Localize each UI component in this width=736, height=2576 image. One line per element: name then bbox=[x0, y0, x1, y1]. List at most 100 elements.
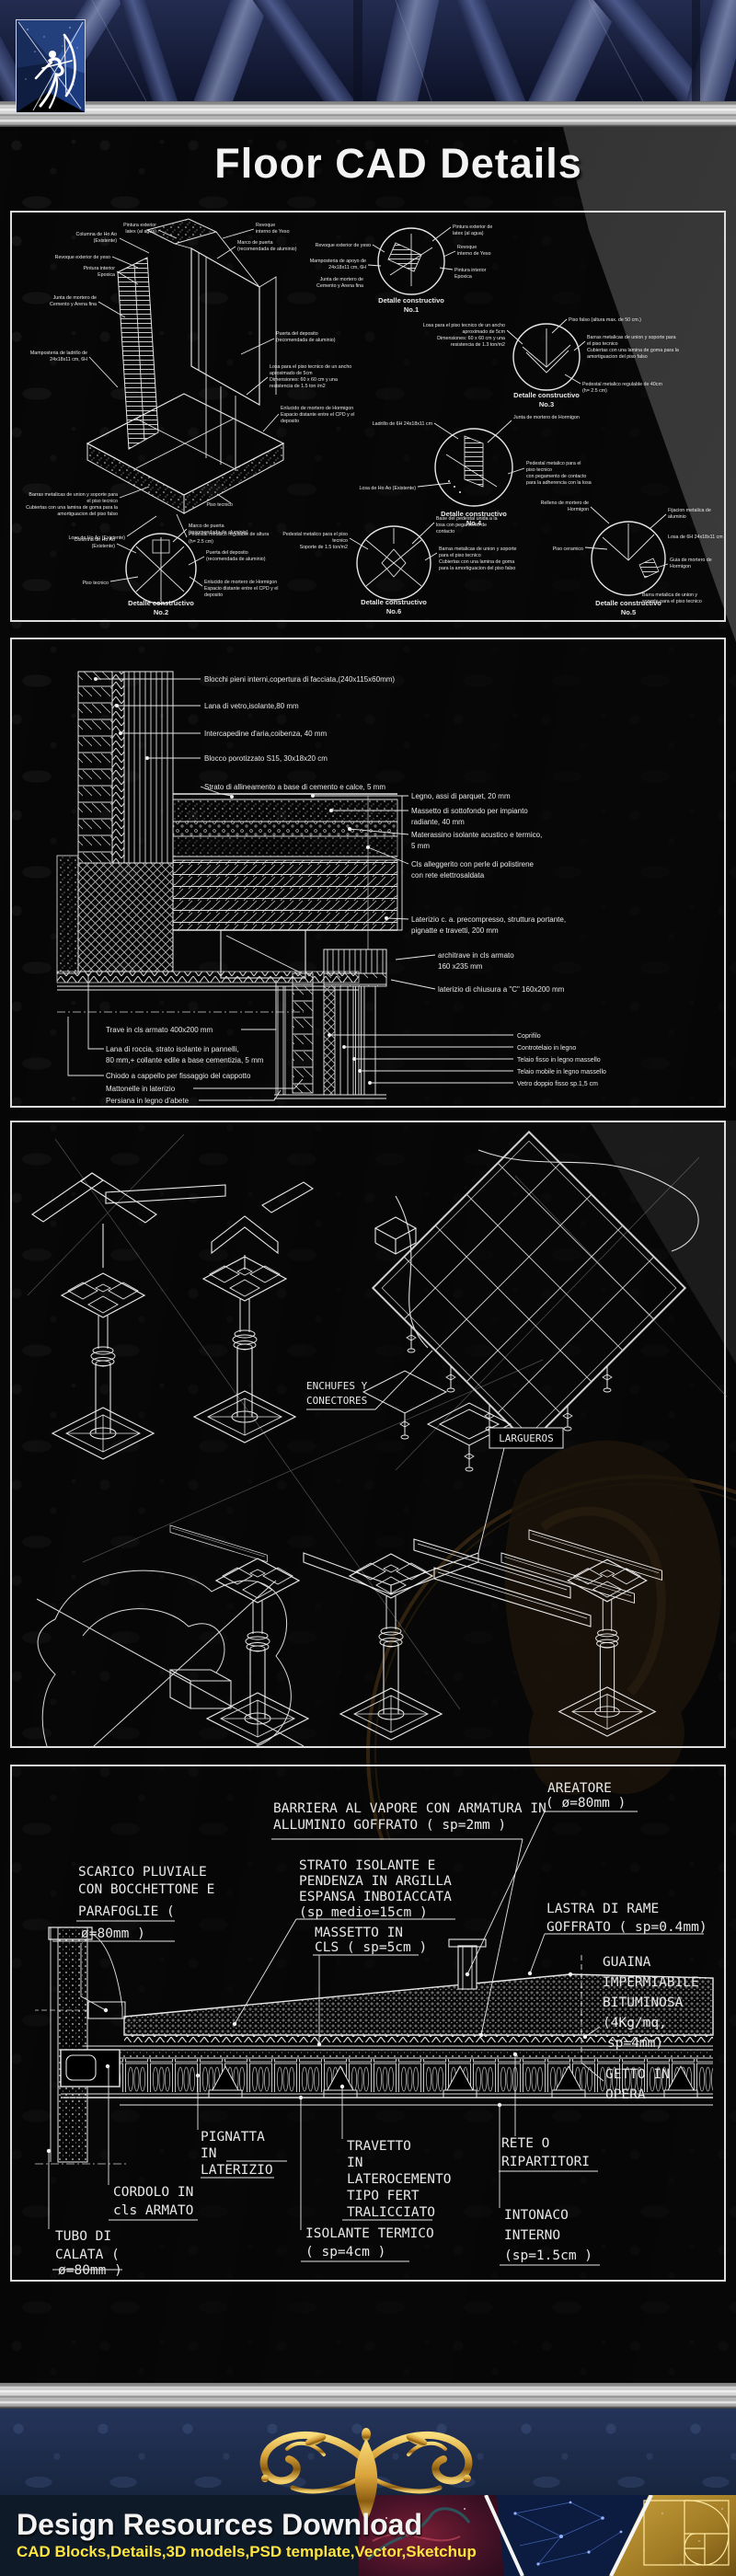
svg-text:cls ARMATO: cls ARMATO bbox=[113, 2203, 193, 2218]
collage-seam bbox=[609, 2495, 653, 2576]
footer-collage bbox=[359, 2495, 736, 2576]
svg-text:RIPARTITORI: RIPARTITORI bbox=[501, 2155, 590, 2169]
svg-text:aluminio: aluminio bbox=[668, 514, 686, 520]
detail-circle-1: Detalle constructivo No.1 Revoque exteri… bbox=[310, 224, 493, 314]
svg-text:Enlucido de mortero de Hormigo: Enlucido de mortero de Hormigon bbox=[204, 580, 277, 585]
detail-circle-2: Detalle constructivo No.2 Marco de puert… bbox=[75, 523, 279, 616]
svg-text:Epoxica: Epoxica bbox=[98, 272, 115, 278]
svg-text:Blocchi pieni interni,copertur: Blocchi pieni interni,copertura di facci… bbox=[204, 675, 395, 684]
svg-text:Fijacion metalica de: Fijacion metalica de bbox=[668, 508, 711, 513]
svg-text:ENCHUFES Y: ENCHUFES Y bbox=[306, 1380, 368, 1392]
svg-text:Espacio distante entre el CPD: Espacio distante entre el CPD y el bbox=[204, 586, 278, 592]
svg-text:Barras metalicas de union y so: Barras metalicas de union y soporte para bbox=[29, 492, 118, 498]
svg-text:Strato di allineamento a base: Strato di allineamento a base di cemento… bbox=[204, 783, 385, 791]
svg-text:Piso tecnico: Piso tecnico bbox=[82, 581, 109, 586]
detail-circle-5: Detalle constructivo No.5 Relleno de mor… bbox=[541, 500, 724, 616]
svg-text:Espacio distante entre el CPD: Espacio distante entre el CPD y el bbox=[281, 412, 354, 418]
svg-text:el piso tecnico: el piso tecnico bbox=[587, 341, 618, 347]
svg-text:Cubiertas con una lamina de go: Cubiertas con una lamina de goma para la bbox=[26, 505, 118, 511]
panel-4-roof-section: AREATORE ( ø=80mm ) BARRIERA AL VAPORE C… bbox=[10, 1765, 726, 2282]
section-labels-mid: architrave in cls armato 160 x235 mm lat… bbox=[438, 951, 565, 994]
svg-text:Telaio fisso in legno massello: Telaio fisso in legno massello bbox=[517, 1057, 601, 1064]
svg-text:Piso falso (altura max. de 50: Piso falso (altura max. de 50 cm.) bbox=[569, 317, 641, 323]
svg-text:para el piso tecnico: para el piso tecnico bbox=[439, 553, 481, 558]
v-beams bbox=[31, 1172, 226, 1268]
svg-text:con pegamento de contacto: con pegamento de contacto bbox=[526, 474, 586, 479]
archer-figure bbox=[34, 33, 76, 109]
svg-text:Pintura exterior: Pintura exterior bbox=[123, 223, 156, 228]
svg-text:deposito: deposito bbox=[281, 419, 299, 424]
svg-text:Cemento y Arena fina: Cemento y Arena fina bbox=[50, 302, 97, 307]
svg-text:ø=80mm ): ø=80mm ) bbox=[81, 1926, 145, 1941]
svg-text:(sp medio=15cm ): (sp medio=15cm ) bbox=[299, 1905, 428, 1920]
section-labels-right: Legno, assi di parquet, 20 mm Massetto d… bbox=[411, 792, 566, 935]
svg-text:resistencia de 1.5 ton /m2: resistencia de 1.5 ton /m2 bbox=[270, 384, 326, 389]
panel3-labels: ENCHUFES Y CONECTORES bbox=[306, 1380, 368, 1407]
svg-text:Pedestal metalico regulable de: Pedestal metalico regulable de 40cm bbox=[582, 382, 662, 387]
svg-text:Laterizio c. a. precompresso,: Laterizio c. a. precompresso, struttura … bbox=[411, 915, 566, 924]
svg-text:tecnico: tecnico bbox=[332, 538, 348, 544]
svg-text:Losa de 6H 24x18x11 cm: Losa de 6H 24x18x11 cm bbox=[668, 535, 723, 540]
svg-text:INTERNO: INTERNO bbox=[504, 2228, 560, 2243]
svg-text:PARAFOGLIE (: PARAFOGLIE ( bbox=[78, 1904, 175, 1919]
svg-text:Losa de Ho Ao (Existente): Losa de Ho Ao (Existente) bbox=[359, 486, 416, 491]
svg-text:para la amortiguacion del piso: para la amortiguacion del piso falso bbox=[439, 566, 515, 571]
svg-text:GUAINA: GUAINA bbox=[603, 1955, 651, 1970]
svg-text:( ø=80mm ): ( ø=80mm ) bbox=[546, 1796, 626, 1811]
svg-text:CLS ( sp=5cm ): CLS ( sp=5cm ) bbox=[315, 1940, 427, 1955]
section-labels-top: Blocchi pieni interni,copertura di facci… bbox=[204, 675, 395, 791]
svg-text:LATERIZIO: LATERIZIO bbox=[201, 2163, 273, 2178]
svg-text:OPERA: OPERA bbox=[605, 2087, 646, 2102]
floor-tile-grid bbox=[371, 1130, 699, 1446]
detail-circle-3: Detalle constructivo No.3 Losa para el p… bbox=[423, 317, 679, 408]
svg-text:MASSETTO IN: MASSETTO IN bbox=[315, 1926, 403, 1940]
svg-text:(recomendada de aluminio): (recomendada de aluminio) bbox=[189, 530, 248, 535]
svg-text:contacto: contacto bbox=[436, 529, 454, 535]
bottom-assembly-right bbox=[500, 1529, 662, 1737]
svg-text:CONECTORES: CONECTORES bbox=[306, 1395, 367, 1407]
svg-text:Cubiertas con una lamina de go: Cubiertas con una lamina de goma bbox=[439, 559, 514, 565]
svg-text:Lana di roccia, strato isolant: Lana di roccia, strato isolante in panne… bbox=[106, 1045, 239, 1053]
svg-text:LASTRA DI RAME: LASTRA DI RAME bbox=[546, 1902, 659, 1916]
svg-text:Lana di vetro,isolante,80 mm: Lana di vetro,isolante,80 mm bbox=[204, 702, 299, 710]
svg-text:pignatte e travetti, 200 mm: pignatte e travetti, 200 mm bbox=[411, 926, 499, 935]
svg-text:No.6: No.6 bbox=[386, 607, 401, 615]
svg-text:Soporte de 1.5 ton/m2: Soporte de 1.5 ton/m2 bbox=[300, 545, 348, 550]
svg-text:Revoque exterior de yeso: Revoque exterior de yeso bbox=[55, 255, 110, 260]
svg-text:Marco de puerta: Marco de puerta bbox=[237, 240, 273, 246]
section-labels-window: Coprifilo Controtelaio in legno Telaio f… bbox=[517, 1033, 606, 1087]
svg-text:(Existente): (Existente) bbox=[94, 238, 118, 244]
svg-text:Junta de mortero de: Junta de mortero de bbox=[320, 277, 363, 282]
steel-structure-photo bbox=[0, 0, 736, 174]
flourish-center bbox=[261, 2428, 471, 2523]
svg-text:architrave in cls armato: architrave in cls armato bbox=[438, 951, 514, 960]
svg-text:(recomendada de aluminio): (recomendada de aluminio) bbox=[276, 338, 336, 343]
svg-text:Puerta del deposito: Puerta del deposito bbox=[206, 550, 248, 556]
silver-band-bottom bbox=[0, 2383, 736, 2409]
svg-text:Materassino isolante acustico: Materassino isolante acustico e termico, bbox=[411, 831, 542, 839]
svg-text:Piso tecnico: Piso tecnico bbox=[206, 502, 233, 508]
svg-text:radiante, 40 mm: radiante, 40 mm bbox=[411, 818, 465, 826]
gold-flourish-ornament bbox=[259, 2428, 473, 2523]
svg-text:aproximado de 5cm: aproximado de 5cm bbox=[462, 329, 505, 335]
svg-text:Guia de mortero de: Guia de mortero de bbox=[670, 558, 712, 563]
svg-text:Barras metalicas de union y so: Barras metalicas de union y soporte bbox=[439, 546, 517, 552]
svg-text:24x18x11 cm, 6H: 24x18x11 cm, 6H bbox=[50, 357, 87, 362]
svg-text:INTONACO: INTONACO bbox=[504, 2208, 569, 2223]
svg-text:Mamposteria de ladrillo de: Mamposteria de ladrillo de bbox=[30, 351, 87, 356]
svg-text:TUBO DI: TUBO DI bbox=[55, 2229, 111, 2244]
svg-text:con rete elettrosaldata: con rete elettrosaldata bbox=[411, 871, 485, 880]
svg-text:No.5: No.5 bbox=[621, 608, 636, 616]
nebula-image bbox=[359, 2495, 504, 2576]
panel-2-wall-floor-section: Blocchi pieni interni,copertura di facci… bbox=[10, 638, 726, 1108]
cable-curve bbox=[395, 1195, 429, 1349]
svg-text:ø=80mm ): ø=80mm ) bbox=[58, 2263, 122, 2278]
svg-text:Marco de puerta: Marco de puerta bbox=[189, 523, 224, 529]
svg-text:24x18x11 cm, 6H: 24x18x11 cm, 6H bbox=[328, 265, 366, 270]
svg-text:IN: IN bbox=[347, 2156, 362, 2170]
svg-text:PIGNATTA: PIGNATTA bbox=[201, 2130, 265, 2145]
svg-text:Pedestal metalico para el piso: Pedestal metalico para el piso bbox=[282, 532, 348, 537]
svg-text:Hormigon: Hormigon bbox=[568, 507, 589, 512]
svg-text:( sp=4cm ): ( sp=4cm ) bbox=[305, 2245, 385, 2260]
svg-text:Losa para el piso tecnico de u: Losa para el piso tecnico de un ancho bbox=[270, 364, 351, 370]
